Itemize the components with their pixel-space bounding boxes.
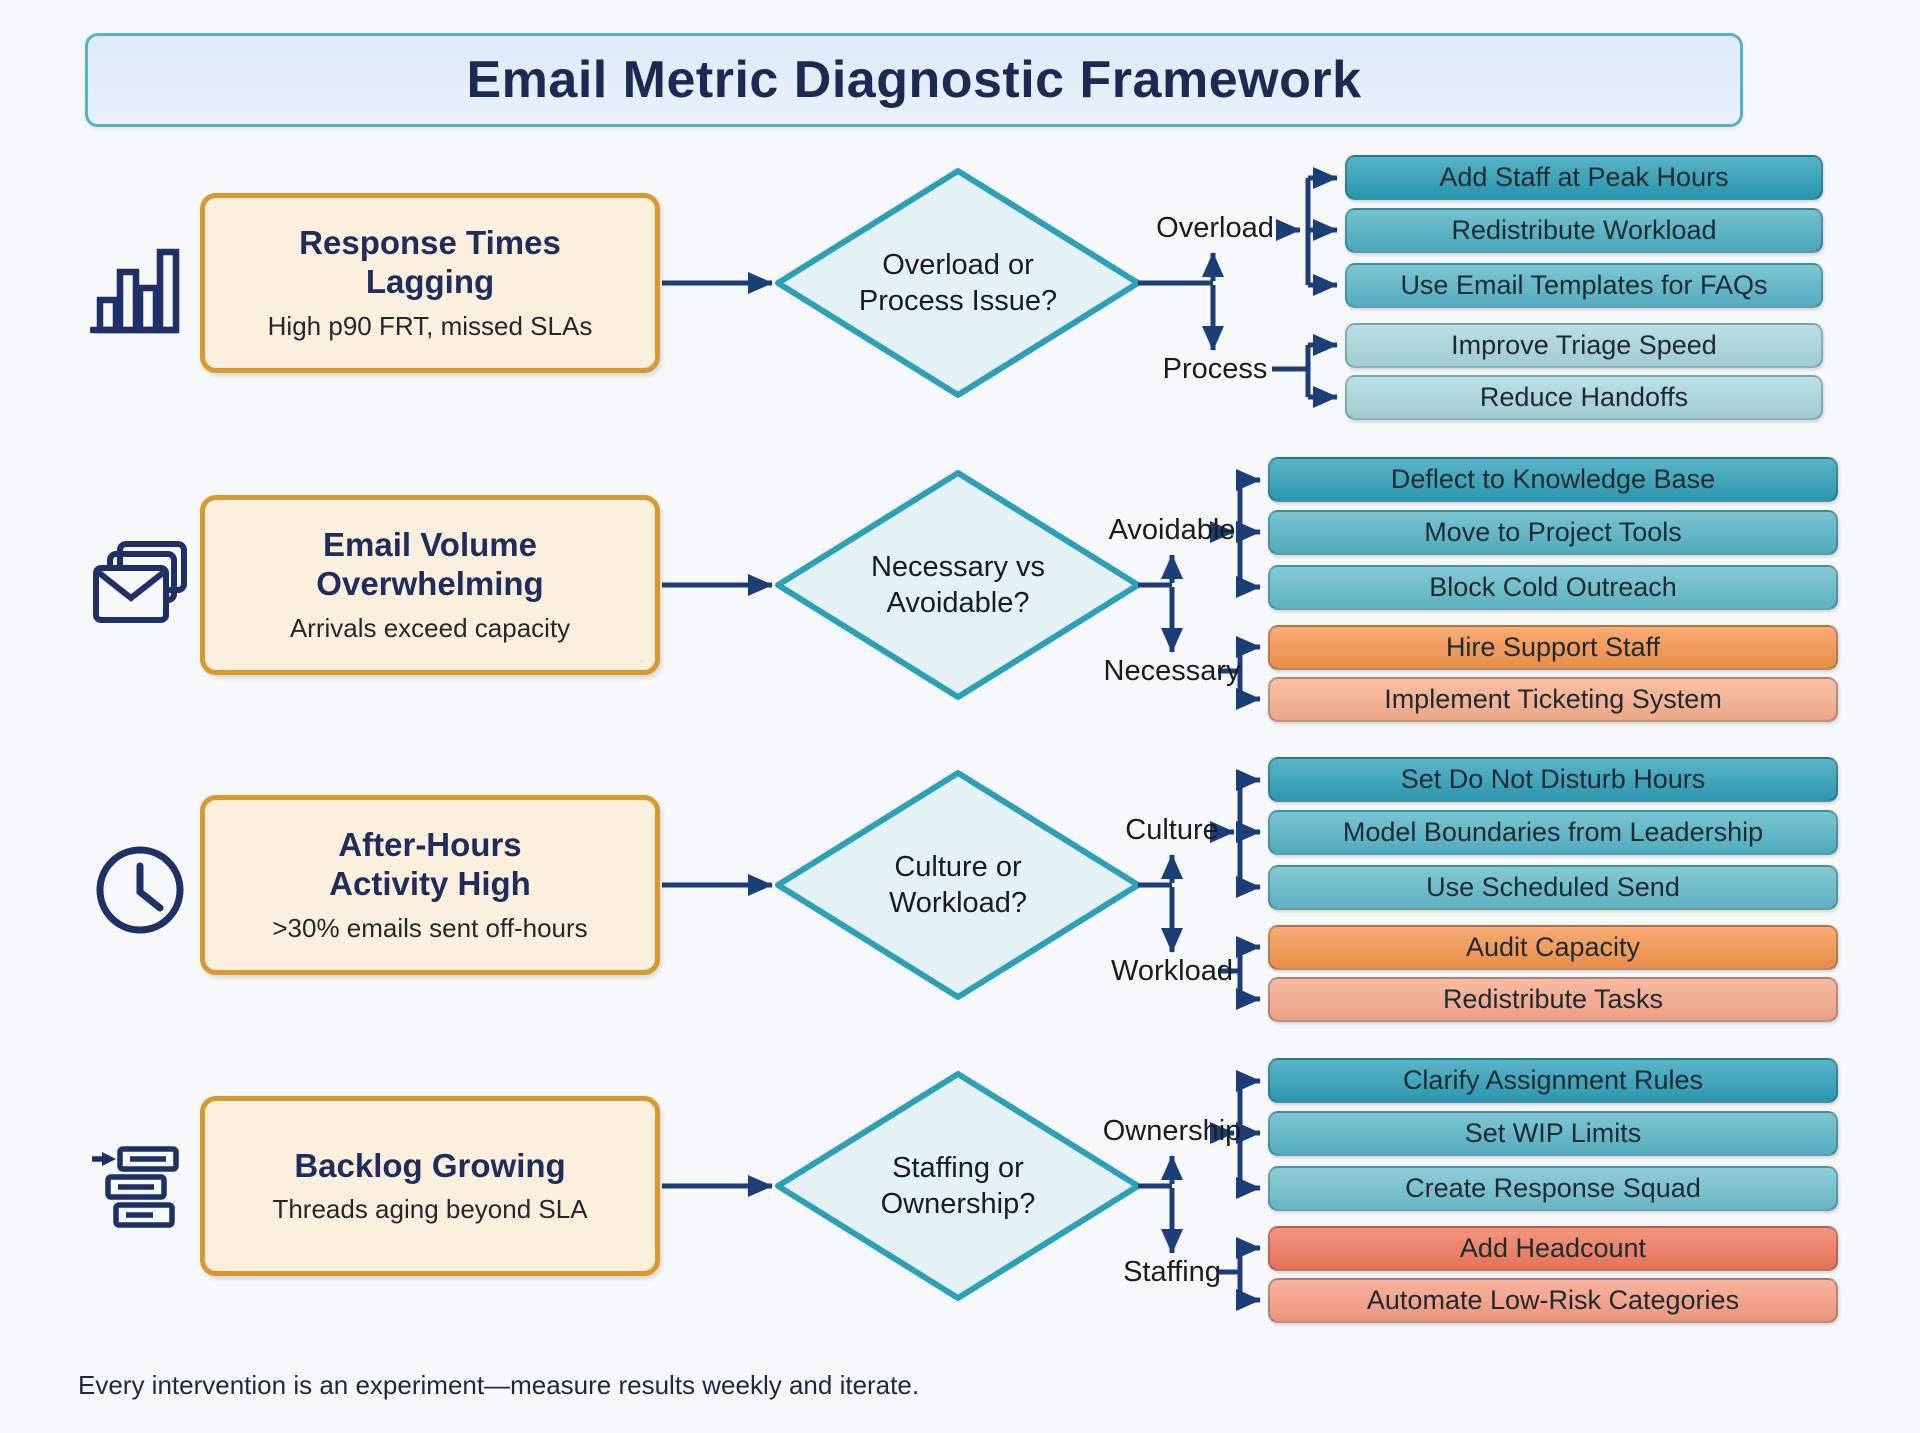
action-box: Automate Low-Risk Categories xyxy=(1268,1278,1838,1323)
action-box: Set WIP Limits xyxy=(1268,1111,1838,1156)
decision-diamond-label: Culture or Workload? xyxy=(888,850,1028,919)
page-title: Email Metric Diagnostic Framework xyxy=(85,33,1743,127)
problem-subtitle: High p90 FRT, missed SLAs xyxy=(267,310,593,341)
problem-subtitle: Arrivals exceed capacity xyxy=(289,612,571,643)
action-box: Model Boundaries from Leadership xyxy=(1268,810,1838,855)
branch-label: Avoidable xyxy=(1108,513,1236,546)
action-box: Create Response Squad xyxy=(1268,1166,1838,1211)
action-box: Reduce Handoffs xyxy=(1345,375,1823,420)
branch-label: Workload xyxy=(1111,954,1233,987)
problem-card: Backlog Growing Threads aging beyond SLA xyxy=(200,1096,660,1276)
bar-chart-icon xyxy=(85,233,195,343)
problem-title: Response Times Lagging xyxy=(299,224,561,300)
branch-label: Overload xyxy=(1156,211,1274,244)
flow-arrows xyxy=(662,166,1338,1311)
action-box: Move to Project Tools xyxy=(1268,510,1838,555)
decision-diamond-label: Staffing or Ownership? xyxy=(880,1151,1036,1220)
branch-label: Necessary xyxy=(1103,654,1241,687)
problem-card: Email Volume Overwhelming Arrivals excee… xyxy=(200,495,660,675)
branch-label: Culture xyxy=(1125,813,1219,846)
problem-card: After-Hours Activity High >30% emails se… xyxy=(200,795,660,975)
footer-note: Every intervention is an experiment—meas… xyxy=(78,1370,920,1400)
problem-card: Response Times Lagging High p90 FRT, mis… xyxy=(200,193,660,373)
backlog-queue-icon xyxy=(85,1136,195,1246)
action-box: Redistribute Tasks xyxy=(1268,977,1838,1022)
action-box: Implement Ticketing System xyxy=(1268,677,1838,722)
decision-diamonds xyxy=(775,168,1141,1301)
action-box: Clarify Assignment Rules xyxy=(1268,1058,1838,1103)
decision-diamond-label: Necessary vs Avoidable? xyxy=(870,550,1046,619)
action-box: Redistribute Workload xyxy=(1345,208,1823,253)
action-box: Add Staff at Peak Hours xyxy=(1345,155,1823,200)
problem-title: Email Volume Overwhelming xyxy=(316,526,544,602)
clock-icon xyxy=(85,835,195,945)
problem-title: After-Hours Activity High xyxy=(329,826,531,902)
problem-title: Backlog Growing xyxy=(294,1146,566,1184)
problem-subtitle: >30% emails sent off-hours xyxy=(272,912,588,943)
action-box: Improve Triage Speed xyxy=(1345,323,1823,368)
branch-label: Process xyxy=(1162,352,1268,385)
branch-label: Ownership xyxy=(1102,1114,1242,1147)
action-box: Use Scheduled Send xyxy=(1268,865,1838,910)
stacked-envelopes-icon xyxy=(85,535,195,645)
branch-label: Staffing xyxy=(1123,1255,1221,1288)
decision-diamond-label: Overload or Process Issue? xyxy=(858,248,1058,317)
action-box: Use Email Templates for FAQs xyxy=(1345,263,1823,308)
problem-subtitle: Threads aging beyond SLA xyxy=(272,1194,588,1225)
action-box: Add Headcount xyxy=(1268,1226,1838,1271)
action-box: Deflect to Knowledge Base xyxy=(1268,457,1838,502)
action-box: Block Cold Outreach xyxy=(1268,565,1838,610)
action-box: Hire Support Staff xyxy=(1268,625,1838,670)
action-box: Audit Capacity xyxy=(1268,925,1838,970)
action-box: Set Do Not Disturb Hours xyxy=(1268,757,1838,802)
